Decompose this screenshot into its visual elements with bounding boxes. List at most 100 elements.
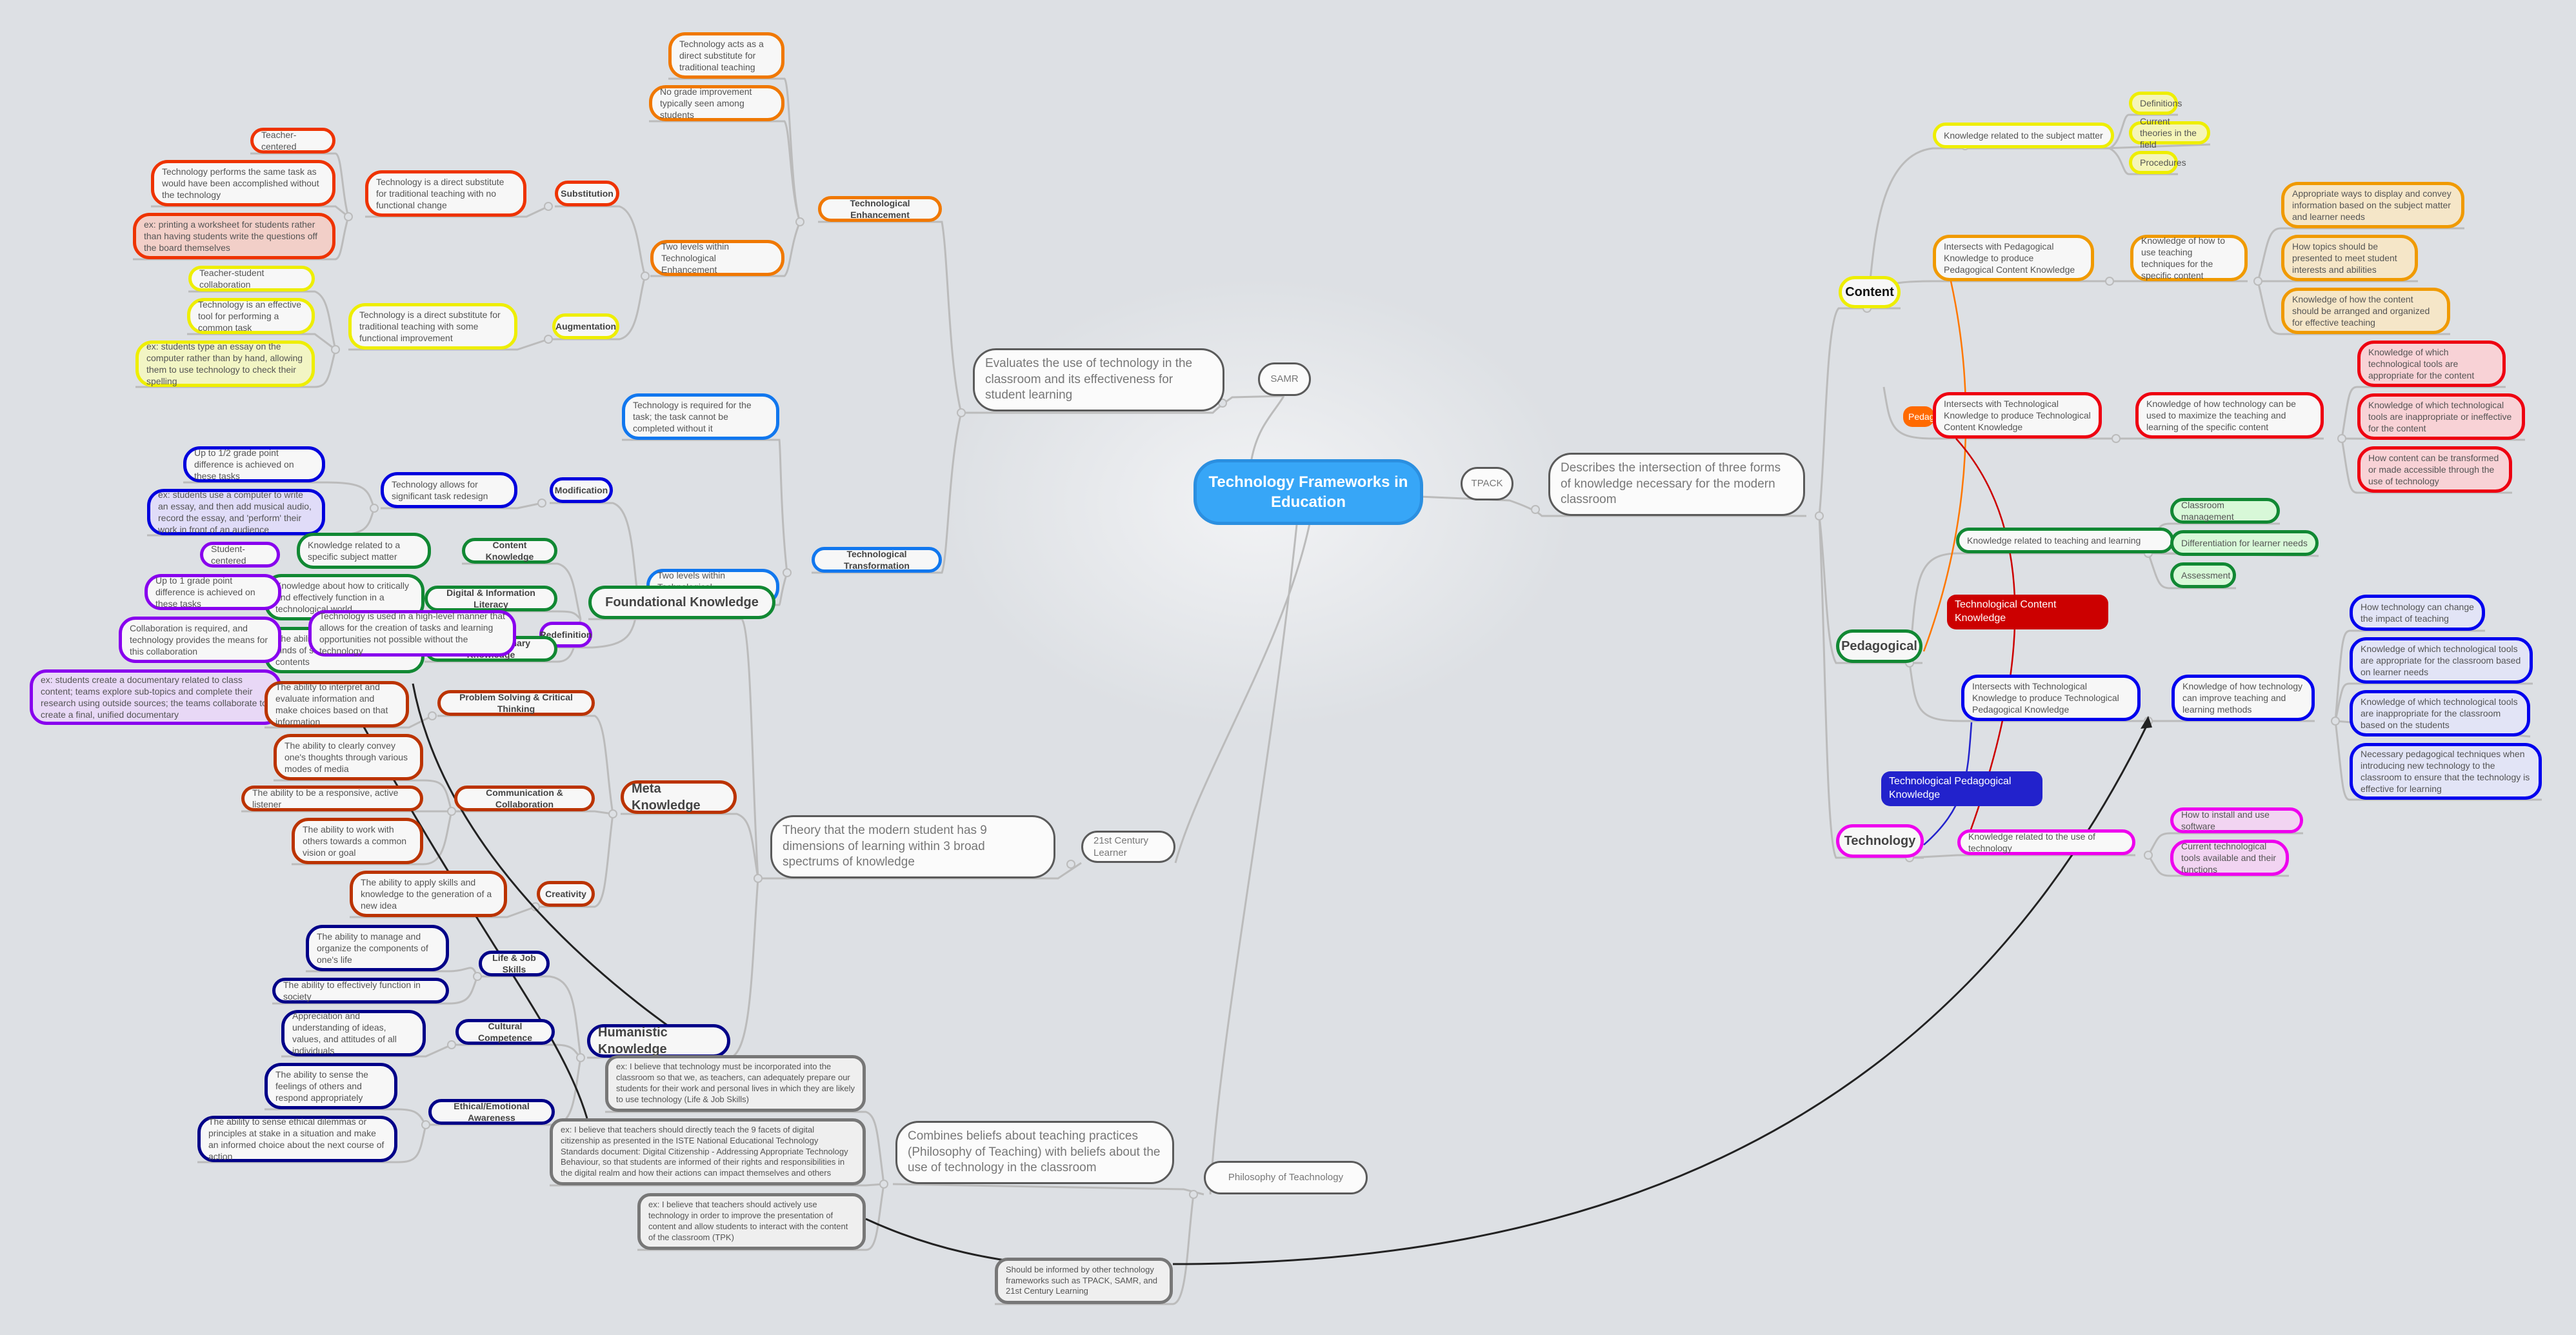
- node-t-know[interactable]: Knowledge related to the use of technolo…: [1957, 829, 2135, 855]
- node-label: The ability to work with others towards …: [303, 824, 407, 858]
- node-aug[interactable]: Augmentation: [552, 313, 619, 339]
- node-label: Intersects with Technological Knowledge …: [1944, 398, 2091, 433]
- node-tpk-d[interactable]: Necessary pedagogical techniques when in…: [2350, 743, 2542, 800]
- node-c-know[interactable]: Knowledge related to the subject matter: [1933, 123, 2114, 148]
- node-label: Knowledge of how technology can be used …: [2146, 398, 2296, 433]
- node-sub-3[interactable]: ex: printing a worksheet for students ra…: [133, 213, 335, 259]
- node-aug-3[interactable]: ex: students type an essay on the comput…: [135, 341, 315, 387]
- node-c-cur[interactable]: Current theories in the field: [2129, 116, 2210, 150]
- node-eea-2[interactable]: The ability to sense ethical dilemmas or…: [197, 1116, 397, 1162]
- node-t-cur[interactable]: Current technological tools available an…: [2170, 840, 2289, 876]
- node-pck-b[interactable]: How topics should be presented to meet s…: [2281, 235, 2418, 281]
- node-cen21-desc[interactable]: Theory that the modern student has 9 dim…: [770, 815, 1055, 878]
- node-redef-desc[interactable]: Technology is used in a high-level manne…: [308, 610, 516, 657]
- node-found[interactable]: Foundational Knowledge: [588, 586, 775, 619]
- node-tck-label[interactable]: Technological Content Knowledge: [1947, 595, 2108, 629]
- node-pck-1[interactable]: Knowledge of how to use teaching techniq…: [2130, 235, 2248, 281]
- node-c-def[interactable]: Definitions: [2129, 92, 2182, 115]
- node-redef-3[interactable]: Collaboration is required, and technolog…: [119, 617, 281, 663]
- node-ck-desc[interactable]: Knowledge related to a specific subject …: [297, 533, 431, 569]
- node-label: Knowledge related to a specific subject …: [308, 539, 401, 562]
- node-p-cm[interactable]: Classroom management: [2170, 498, 2280, 524]
- node-te-1[interactable]: Technology acts as a direct substitute f…: [668, 32, 784, 79]
- node-cc-3[interactable]: The ability to work with others towards …: [292, 818, 423, 864]
- node-mod-desc[interactable]: Technology allows for significant task r…: [381, 472, 517, 508]
- node-tpk-a[interactable]: How technology can change the impact of …: [2350, 595, 2485, 631]
- node-human[interactable]: Humanistic Knowledge: [587, 1024, 730, 1058]
- node-pck-a[interactable]: Appropriate ways to display and convey i…: [2281, 182, 2464, 228]
- node-aug-desc[interactable]: Technology is a direct substitute for tr…: [348, 303, 517, 350]
- node-cul-1[interactable]: Appreciation and understanding of ideas,…: [281, 1010, 426, 1056]
- node-phil[interactable]: Philosophy of Teachnology: [1204, 1161, 1368, 1194]
- node-tpk-b[interactable]: Knowledge of which technological tools a…: [2350, 637, 2533, 684]
- node-tpk[interactable]: Intersects with Technological Knowledge …: [1961, 675, 2141, 721]
- node-cre-1[interactable]: The ability to apply skills and knowledg…: [350, 871, 507, 917]
- node-tck-b[interactable]: Knowledge of which technological tools a…: [2357, 393, 2525, 440]
- node-cen21[interactable]: 21st Century Learner: [1081, 831, 1175, 863]
- node-phil-inf[interactable]: Should be informed by other technology f…: [995, 1258, 1173, 1304]
- node-redef-2[interactable]: Up to 1 grade point difference is achiev…: [145, 574, 281, 610]
- node-phil-ex3[interactable]: ex: I believe that teachers should activ…: [637, 1193, 866, 1250]
- node-phil-desc[interactable]: Combines beliefs about teaching practice…: [895, 1121, 1174, 1184]
- node-tck[interactable]: Intersects with Technological Knowledge …: [1933, 392, 2102, 439]
- node-mod-1[interactable]: Up to 1/2 grade point difference is achi…: [183, 446, 325, 482]
- node-pscr[interactable]: Problem Solving & Critical Thinking: [437, 690, 595, 716]
- node-samr[interactable]: SAMR: [1258, 362, 1311, 396]
- node-tpk-c[interactable]: Knowledge of which technological tools a…: [2350, 690, 2530, 737]
- node-redef-4[interactable]: ex: students create a documentary relate…: [30, 669, 281, 725]
- node-sub-2[interactable]: Technology performs the same task as wou…: [151, 160, 335, 206]
- node-eea[interactable]: Ethical/Emotional Awareness: [428, 1099, 555, 1125]
- node-technology[interactable]: Technology: [1836, 824, 1924, 858]
- node-tck-a[interactable]: Knowledge of which technological tools a…: [2357, 341, 2506, 387]
- node-ljs-2[interactable]: The ability to effectively function in s…: [272, 978, 449, 1004]
- node-meta[interactable]: Meta Knowledge: [621, 780, 737, 814]
- node-tt-1[interactable]: Technology is required for the task; the…: [622, 393, 779, 440]
- node-eea-1[interactable]: The ability to sense the feelings of oth…: [265, 1063, 397, 1109]
- node-cc-2[interactable]: The ability to be a responsive, active l…: [241, 786, 423, 811]
- node-aug-1[interactable]: Teacher-student collaboration: [188, 266, 315, 292]
- node-samr-desc[interactable]: Evaluates the use of technology in the c…: [973, 348, 1224, 411]
- node-te-2[interactable]: No grade improvement typically seen amon…: [649, 85, 784, 121]
- node-ljs[interactable]: Life & Job Skills: [479, 951, 550, 976]
- node-t-inst[interactable]: How to install and use software: [2170, 807, 2303, 833]
- node-pck-c[interactable]: Knowledge of how the content should be a…: [2281, 288, 2450, 334]
- node-cul[interactable]: Cultural Competence: [455, 1019, 555, 1045]
- node-aug-2[interactable]: Technology is an effective tool for perf…: [187, 298, 315, 334]
- node-sub[interactable]: Substitution: [555, 181, 619, 206]
- node-p-diff[interactable]: Differentiation for learner needs: [2170, 530, 2319, 556]
- node-tck-1[interactable]: Knowledge of how technology can be used …: [2135, 392, 2324, 439]
- node-label: Teacher-centered: [261, 129, 297, 152]
- node-center[interactable]: Technology Frameworks in Education: [1193, 459, 1423, 525]
- node-pck[interactable]: Intersects with Pedagogical Knowledge to…: [1933, 235, 2094, 281]
- node-cre[interactable]: Creativity: [537, 881, 595, 907]
- node-p-know[interactable]: Knowledge related to teaching and learni…: [1956, 528, 2174, 553]
- node-tech-enh[interactable]: Technological Enhancement: [818, 196, 942, 222]
- node-p-ass[interactable]: Assessment: [2170, 562, 2236, 588]
- node-dil[interactable]: Digital & Information Literacy: [424, 586, 557, 611]
- node-phil-ex1[interactable]: ex: I believe that technology must be in…: [605, 1055, 866, 1112]
- node-tech-trans[interactable]: Technological Transformation: [812, 547, 942, 573]
- node-ljs-1[interactable]: The ability to manage and organize the c…: [306, 925, 449, 971]
- node-label: Intersects with Technological Knowledge …: [1972, 680, 2119, 715]
- node-tpk-label[interactable]: Technological Pedagogical Knowledge: [1881, 771, 2042, 806]
- node-content[interactable]: Content: [1839, 276, 1901, 308]
- node-cc[interactable]: Communication & Collaboration: [454, 786, 595, 811]
- node-mod-2[interactable]: ex: students use a computer to write an …: [147, 489, 325, 535]
- node-c-pro[interactable]: Procedures: [2129, 151, 2186, 174]
- node-sub-desc[interactable]: Technology is a direct substitute for tr…: [365, 170, 526, 217]
- node-pscr-desc[interactable]: The ability to interpret and evaluate in…: [265, 681, 409, 727]
- node-phil-ex2[interactable]: ex: I believe that teachers should direc…: [550, 1118, 866, 1185]
- node-cc-1[interactable]: The ability to clearly convey one's thou…: [274, 734, 423, 780]
- node-tck-c[interactable]: How content can be transformed or made a…: [2357, 446, 2512, 493]
- node-tpk-1[interactable]: Knowledge of how technology can improve …: [2172, 675, 2315, 721]
- node-ped-tag[interactable]: Pedagogical Content Knowledge: [1903, 406, 1934, 427]
- node-tpack[interactable]: TPACK: [1461, 467, 1513, 500]
- node-pedagogical[interactable]: Pedagogical: [1836, 629, 1922, 663]
- node-redef-1[interactable]: Student-centered: [200, 542, 280, 568]
- node-sub-1[interactable]: Teacher-centered: [250, 128, 335, 153]
- node-te-3[interactable]: Two levels within Technological Enhancem…: [650, 240, 784, 276]
- node-tpack-desc[interactable]: Describes the intersection of three form…: [1548, 453, 1805, 516]
- node-ck[interactable]: Content Knowledge: [462, 538, 557, 564]
- node-mod[interactable]: Modification: [550, 477, 613, 503]
